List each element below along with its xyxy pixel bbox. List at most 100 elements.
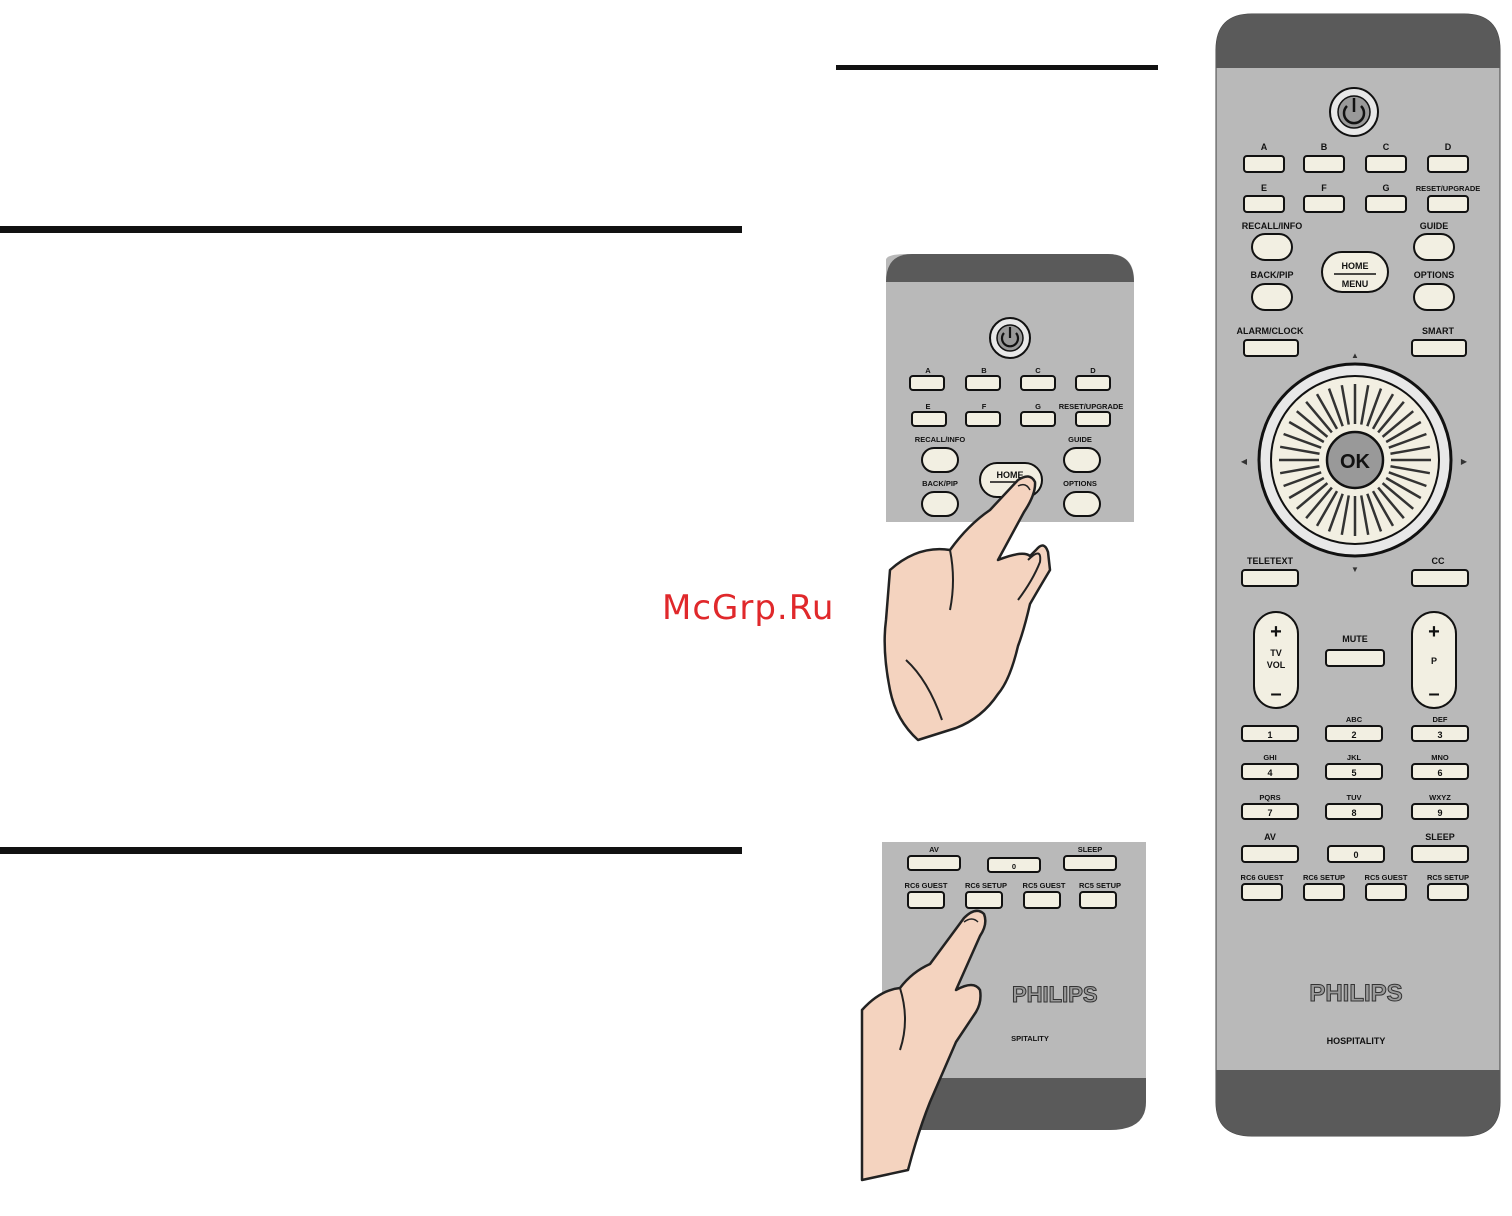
button-reset-upgrade[interactable] xyxy=(1075,411,1111,427)
label-smart: SMART xyxy=(1422,326,1454,336)
brand-logo: PHILIPS xyxy=(1309,980,1402,1007)
digit-letters-label: DEF xyxy=(1433,715,1448,724)
button-program-rocker[interactable] xyxy=(1411,611,1457,709)
digit-letters-label: ABC xyxy=(1346,715,1363,724)
button-guide[interactable] xyxy=(1413,233,1455,261)
button-b[interactable] xyxy=(965,375,1001,391)
digit-letters-label: WXYZ xyxy=(1429,793,1451,802)
button-back-pip[interactable] xyxy=(921,491,959,517)
button-cc[interactable] xyxy=(1411,569,1469,587)
button-back-pip[interactable] xyxy=(1251,283,1293,311)
wheel-spoke xyxy=(1366,388,1383,427)
power-button-icon[interactable] xyxy=(989,317,1031,359)
button-av-crop[interactable] xyxy=(907,855,961,871)
button-av[interactable] xyxy=(1241,845,1299,863)
digit-button-1[interactable] xyxy=(1241,725,1299,742)
digit-button-8[interactable] xyxy=(1325,803,1383,820)
button-g[interactable] xyxy=(1365,195,1407,213)
ok-button[interactable] xyxy=(1325,430,1385,490)
button-f[interactable] xyxy=(1303,195,1345,213)
wheel-spoke xyxy=(1371,393,1395,430)
button-reset-upgrade[interactable] xyxy=(1427,195,1469,213)
arrow-right-icon: ▶ xyxy=(1461,457,1468,466)
digit-letters-label: PQRS xyxy=(1259,793,1280,802)
label-p-minus: – xyxy=(1428,683,1439,705)
button-home-menu[interactable] xyxy=(1321,251,1389,293)
brand-logo-crop: PHILIPS xyxy=(1012,982,1098,1007)
label-rc6-setup-crop: RC6 SETUP xyxy=(965,881,1007,890)
digit-button-5[interactable] xyxy=(1325,763,1383,780)
button-teletext[interactable] xyxy=(1241,569,1299,587)
button-label-e: E xyxy=(925,402,930,411)
digit-button-9[interactable] xyxy=(1411,803,1469,820)
button-e[interactable] xyxy=(911,411,947,427)
digit-button-3[interactable] xyxy=(1411,725,1469,742)
navigation-wheel[interactable]: OK xyxy=(1257,362,1453,558)
digit-button-4[interactable] xyxy=(1241,763,1299,780)
button-c[interactable] xyxy=(1365,155,1407,173)
label-rc5-setup-crop: RC5 SETUP xyxy=(1079,881,1121,890)
label-p: P xyxy=(1431,656,1437,666)
digit-letters-label: GHI xyxy=(1263,753,1276,762)
button-rc6-setup[interactable] xyxy=(1303,883,1345,901)
button-mute[interactable] xyxy=(1325,649,1385,667)
label-zero-crop: 0 xyxy=(1012,862,1016,871)
wheel-spoke xyxy=(1385,420,1422,444)
wheel-spoke xyxy=(1327,388,1344,427)
button-zero-crop[interactable] xyxy=(987,857,1041,873)
wheel-spoke xyxy=(1288,420,1325,444)
button-volume-rocker[interactable] xyxy=(1253,611,1299,709)
wheel-spoke xyxy=(1360,495,1370,536)
button-e[interactable] xyxy=(1243,195,1285,213)
button-rc5-guest[interactable] xyxy=(1365,883,1407,901)
button-label-f: F xyxy=(982,402,987,411)
button-rc6-guest[interactable] xyxy=(1241,883,1283,901)
power-button-icon[interactable] xyxy=(1329,87,1379,137)
button-rc6-guest-crop[interactable] xyxy=(907,891,945,909)
button-g[interactable] xyxy=(1020,411,1056,427)
digit-letters-label: TUV xyxy=(1347,793,1362,802)
button-rc5-setup[interactable] xyxy=(1427,883,1469,901)
button-guide[interactable] xyxy=(1063,447,1101,473)
label-a: A xyxy=(1261,142,1268,152)
digit-button-6[interactable] xyxy=(1411,763,1469,780)
button-sleep[interactable] xyxy=(1411,845,1469,863)
button-smart[interactable] xyxy=(1411,339,1467,357)
digit-button-2[interactable] xyxy=(1325,725,1383,742)
button-d[interactable] xyxy=(1427,155,1469,173)
button-zero[interactable] xyxy=(1327,845,1385,863)
label-zero: 0 xyxy=(1353,850,1358,860)
digit-letters-label: JKL xyxy=(1347,753,1362,762)
digit-number-label: 3 xyxy=(1437,730,1442,740)
button-a[interactable] xyxy=(1243,155,1285,173)
button-options[interactable] xyxy=(1413,283,1455,311)
button-c[interactable] xyxy=(1020,375,1056,391)
button-label-b: B xyxy=(981,366,987,375)
button-d[interactable] xyxy=(1075,375,1111,391)
button-f[interactable] xyxy=(965,411,1001,427)
label-rc6-guest: RC6 GUEST xyxy=(1241,873,1284,882)
button-b[interactable] xyxy=(1303,155,1345,173)
label-ok: OK xyxy=(1340,451,1371,473)
button-a[interactable] xyxy=(909,375,945,391)
button-recall-info[interactable] xyxy=(1251,233,1293,261)
label-options: OPTIONS xyxy=(1414,270,1455,280)
button-options[interactable] xyxy=(1063,491,1101,517)
label-av-crop: AV xyxy=(929,845,939,854)
button-alarm-clock[interactable] xyxy=(1243,339,1299,357)
hospitality-label: HOSPITALITY xyxy=(1327,1036,1386,1046)
button-rc5-guest-crop[interactable] xyxy=(1023,891,1061,909)
label-d: D xyxy=(1445,142,1452,152)
wheel-spoke xyxy=(1283,471,1322,488)
digit-button-7[interactable] xyxy=(1241,803,1299,820)
button-recall-info[interactable] xyxy=(921,447,959,473)
button-rc6-setup-crop[interactable] xyxy=(965,891,1003,909)
label-vol-minus: – xyxy=(1270,683,1281,705)
label-sleep-crop: SLEEP xyxy=(1078,845,1103,854)
button-rc5-setup-crop[interactable] xyxy=(1079,891,1117,909)
button-sleep-crop[interactable] xyxy=(1063,855,1117,871)
digit-number-label: 8 xyxy=(1351,808,1356,818)
digit-number-label: 5 xyxy=(1351,768,1356,778)
wheel-spoke xyxy=(1388,432,1427,449)
rule-section-2 xyxy=(0,847,742,854)
